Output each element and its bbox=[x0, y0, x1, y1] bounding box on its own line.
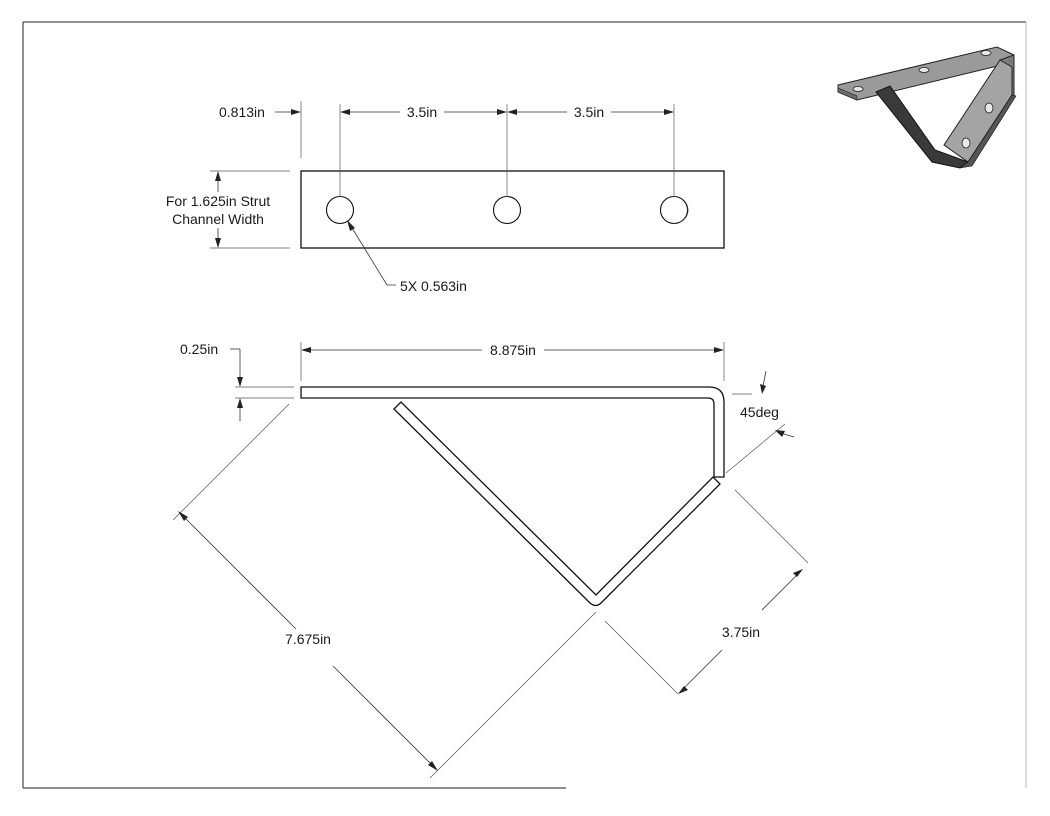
mounting-hole-3 bbox=[659, 195, 689, 225]
iso-hole-5 bbox=[961, 137, 971, 149]
iso-brace-edge bbox=[959, 94, 1017, 169]
iso-hole-1 bbox=[852, 86, 864, 92]
dim-diagonal-line-b bbox=[332, 665, 437, 770]
dim-arrow bbox=[215, 171, 221, 181]
dim-arrow bbox=[291, 109, 301, 115]
sheet-border bbox=[22, 21, 1027, 789]
dim-arrow bbox=[237, 398, 243, 408]
hole-callout: 5X 0.563in bbox=[400, 278, 467, 294]
iso-top-face-front bbox=[837, 87, 858, 101]
dim-diagonal-line-a bbox=[179, 512, 297, 630]
dim-bend-angle: 45deg bbox=[740, 404, 779, 420]
dim-thickness: 0.25in bbox=[180, 341, 218, 357]
dim-overall-length: 8.875in bbox=[490, 342, 536, 358]
ext-line-diag-top bbox=[172, 403, 290, 521]
dim-arrow bbox=[678, 686, 688, 694]
iso-brace bbox=[875, 85, 970, 169]
dim-arrow bbox=[760, 384, 766, 394]
dim-arrow bbox=[237, 377, 243, 387]
ext-line-angle-diag bbox=[725, 423, 786, 474]
width-note-line-1: For 1.625in Strut bbox=[166, 193, 270, 209]
dim-arrow bbox=[178, 511, 188, 521]
iso-hole-2 bbox=[918, 67, 930, 73]
hole-3-hidden-edge bbox=[679, 197, 689, 223]
dim-arrow bbox=[347, 220, 355, 231]
mounting-hole-2 bbox=[492, 195, 522, 225]
dim-spacing-right: 3.5in bbox=[574, 104, 604, 120]
dim-leg-line-a bbox=[761, 571, 801, 611]
ext-line-diag-bottom bbox=[429, 611, 597, 779]
dim-arrow bbox=[714, 347, 724, 353]
dim-edge-offset: 0.813in bbox=[219, 104, 265, 120]
ext-line-leg-bottom bbox=[604, 620, 679, 695]
iso-hole-3 bbox=[980, 50, 992, 56]
bracket-flange-profile bbox=[300, 386, 725, 478]
isometric-view bbox=[837, 46, 1017, 169]
dim-arrow bbox=[340, 109, 350, 115]
iso-side-plate bbox=[943, 59, 1013, 163]
dim-arrow bbox=[215, 238, 221, 248]
dim-diagonal-length: 7.675in bbox=[285, 631, 331, 647]
iso-hole-4 bbox=[984, 102, 994, 114]
dim-arrow bbox=[507, 109, 517, 115]
bracket-brace-profile bbox=[393, 401, 721, 607]
dim-arrow bbox=[428, 761, 438, 771]
dim-arrow bbox=[793, 569, 803, 577]
mounting-hole-1 bbox=[325, 195, 355, 225]
top-view: 0.813in 3.5in 3.5in For 1.625in Strut Ch… bbox=[166, 101, 725, 294]
dim-arrow bbox=[775, 430, 785, 437]
dim-spacing-left: 3.5in bbox=[407, 104, 437, 120]
ext-line-leg-top bbox=[734, 489, 809, 564]
dim-short-leg-length: 3.75in bbox=[722, 624, 760, 640]
width-note-line-2: Channel Width bbox=[172, 211, 264, 227]
dim-arrow bbox=[497, 109, 507, 115]
dim-arrow bbox=[664, 109, 674, 115]
dim-arrow bbox=[301, 347, 311, 353]
side-view: 0.25in 8.875in 45deg 7.675in 3.75in bbox=[172, 341, 809, 779]
hole-callout-leader bbox=[348, 222, 396, 286]
dim-leg-line-b bbox=[680, 649, 723, 692]
